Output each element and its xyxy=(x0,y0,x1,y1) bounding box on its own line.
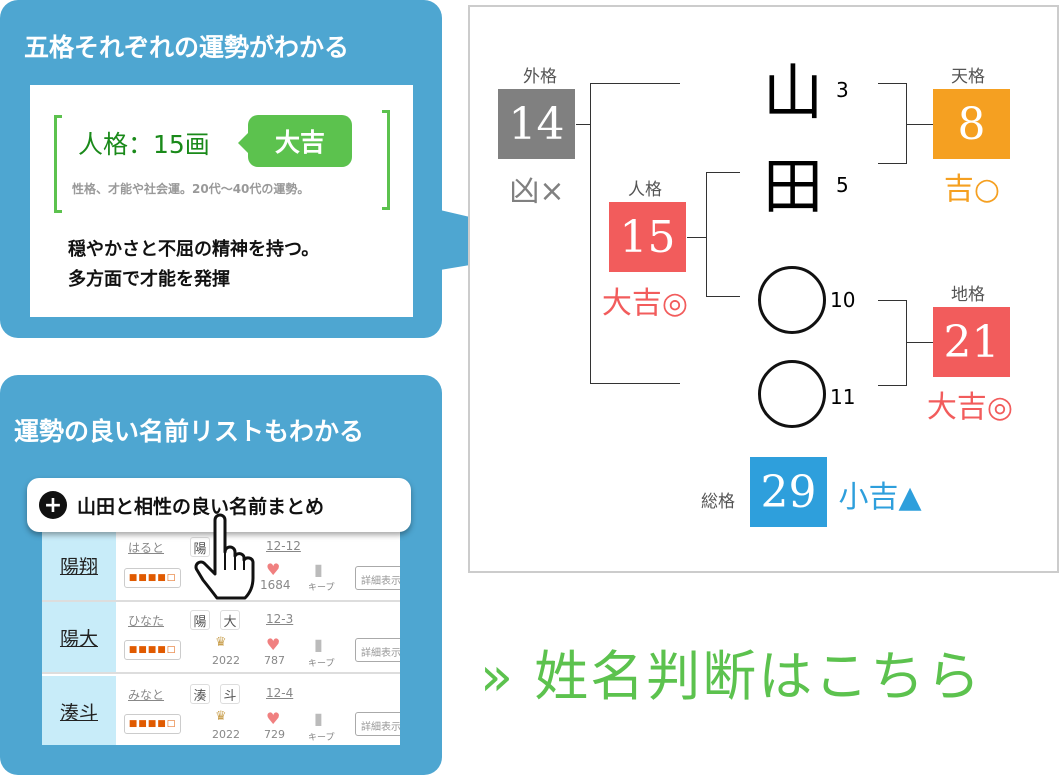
chikaku-label: 地格 xyxy=(951,285,985,305)
tenkaku-fortune: 吉○ xyxy=(943,172,1001,207)
line xyxy=(878,83,906,84)
tenkaku-label: 天格 xyxy=(951,67,985,87)
kanji-box: 陽 xyxy=(190,537,210,557)
card-heading: 人格：15画 xyxy=(78,130,210,159)
given-name-circle xyxy=(758,266,826,334)
detail-button[interactable]: 詳細表示 xyxy=(355,712,400,736)
soukaku-box: 29 xyxy=(750,457,827,527)
plus-icon: + xyxy=(39,491,67,519)
heart-icon: ♥ xyxy=(266,635,281,654)
card-desc-2: 多方面で才能を発揮 xyxy=(68,269,230,290)
badge-tip xyxy=(238,133,248,153)
strokes: 12-4 xyxy=(266,686,294,700)
given-name-circle xyxy=(758,360,826,428)
line xyxy=(878,300,906,301)
bookmark-icon[interactable]: ▮ xyxy=(314,635,323,654)
rating: ■■■■□ xyxy=(124,714,181,734)
chikaku-fortune: 大吉◎ xyxy=(926,390,1014,425)
name-link[interactable]: 湊斗 xyxy=(42,676,116,745)
line xyxy=(590,83,591,384)
likes: 729 xyxy=(264,728,285,741)
table-row[interactable]: 湊斗 みなと 湊 斗 12-4 ■■■■□ ♛ 2022 ♥ 729 ▮ キープ… xyxy=(42,676,400,745)
button-label: 山田と相性の良い名前まとめ xyxy=(77,495,325,518)
strokes: 12-12 xyxy=(266,539,301,553)
fortune-badge: 大吉 xyxy=(248,115,352,167)
likes: 1684 xyxy=(260,578,291,592)
keep-label: キープ xyxy=(308,733,335,743)
bracket-right xyxy=(382,110,390,210)
given-strokes: 11 xyxy=(830,385,856,409)
line xyxy=(878,163,906,164)
line xyxy=(687,237,706,238)
surname-char: 田 xyxy=(763,152,823,223)
surname-strokes: 3 xyxy=(836,78,849,102)
jinkaku-label: 人格 xyxy=(628,180,662,200)
rating: ■■■■□ xyxy=(124,568,181,588)
kanji-box: 陽 xyxy=(190,610,210,630)
card-desc-1: 穏やかさと不屈の精神を持つ。 xyxy=(68,239,320,260)
line xyxy=(706,172,740,173)
line xyxy=(906,342,933,343)
bookmark-icon[interactable]: ▮ xyxy=(314,709,323,728)
keep-label: キープ xyxy=(308,659,335,669)
line xyxy=(878,385,906,386)
gaikaku-box: 14 xyxy=(498,89,575,159)
line xyxy=(906,83,907,164)
panel-title: 運勢の良い名前リストもわかる xyxy=(14,417,365,446)
gaikaku-fortune: 凶× xyxy=(509,174,565,209)
kanji-box: 湊 xyxy=(190,684,210,704)
chikaku-box: 21 xyxy=(933,307,1010,377)
line xyxy=(906,124,933,125)
heart-icon: ♥ xyxy=(266,560,281,579)
jinkaku-box: 15 xyxy=(609,202,686,272)
name-link[interactable]: 陽翔 xyxy=(42,530,116,600)
likes: 787 xyxy=(264,654,285,667)
soukaku-fortune: 小吉▲ xyxy=(838,480,922,515)
strokes: 12-3 xyxy=(266,612,294,626)
bookmark-icon[interactable]: ▮ xyxy=(314,560,323,579)
name-link[interactable]: 陽大 xyxy=(42,602,116,672)
table-row[interactable]: 陽大 ひなた 陽 大 12-3 ■■■■□ ♛ 2022 ♥ 787 ▮ キープ… xyxy=(42,602,400,674)
line xyxy=(706,172,707,297)
gaikaku-label: 外格 xyxy=(523,67,557,87)
keep-label: キープ xyxy=(308,583,335,593)
crown-year: 2022 xyxy=(212,654,240,667)
kanji-box: 大 xyxy=(220,610,240,630)
line xyxy=(590,83,680,84)
detail-button[interactable]: 詳細表示 xyxy=(355,566,400,590)
crown-year: 2022 xyxy=(212,728,240,741)
reading: はると xyxy=(128,541,165,555)
given-strokes: 10 xyxy=(830,288,856,312)
name-diagnosis-link[interactable]: » 姓名判断はこちら xyxy=(480,645,983,708)
panel-title: 五格それぞれの運勢がわかる xyxy=(24,33,350,62)
line xyxy=(590,383,680,384)
crown-icon: ♛ xyxy=(215,709,227,724)
jinkaku-fortune: 大吉◎ xyxy=(601,286,689,321)
fortune-card: 人格：15画 大吉 性格、才能や社会運。20代〜40代の運勢。 穏やかさと不屈の… xyxy=(30,85,413,317)
card-subtitle: 性格、才能や社会運。20代〜40代の運勢。 xyxy=(72,182,310,196)
rating: ■■■■□ xyxy=(124,640,181,660)
tenkaku-box: 8 xyxy=(933,89,1010,159)
surname-char: 山 xyxy=(763,58,823,129)
line xyxy=(576,124,590,125)
bracket-left xyxy=(54,115,62,213)
compatible-names-button[interactable]: + 山田と相性の良い名前まとめ xyxy=(27,478,411,532)
detail-button[interactable]: 詳細表示 xyxy=(355,638,400,662)
crown-icon: ♛ xyxy=(215,635,227,650)
reading: みなと xyxy=(128,688,165,702)
reading: ひなた xyxy=(128,614,165,628)
hand-pointer-icon xyxy=(194,513,255,600)
soukaku-label: 総格 xyxy=(701,492,735,512)
line xyxy=(706,296,740,297)
heart-icon: ♥ xyxy=(266,709,281,728)
line xyxy=(906,300,907,386)
kanji-box: 斗 xyxy=(220,684,240,704)
surname-strokes: 5 xyxy=(836,173,849,197)
